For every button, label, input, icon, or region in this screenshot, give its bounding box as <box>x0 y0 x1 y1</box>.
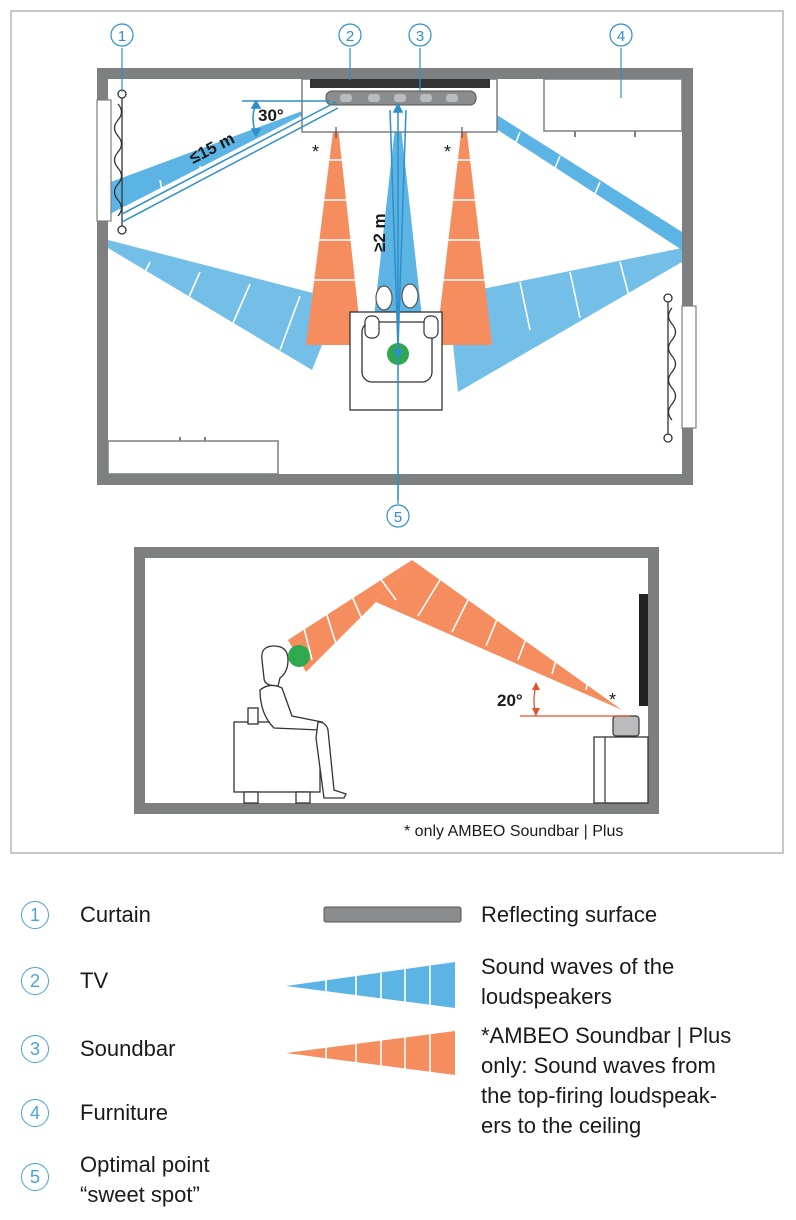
side-cabinet <box>593 736 649 804</box>
angle-30-label: 30° <box>258 106 284 125</box>
side-wave-down <box>288 560 412 672</box>
legend-number-1: 1 <box>21 901 49 929</box>
legend-label-sound-waves: Sound waves of the loudspeakers <box>481 954 675 1009</box>
asterisk-right: * <box>444 142 451 162</box>
callout-2: 2 <box>346 28 354 45</box>
legend-label-sweet-spot: Optimal point “sweet spot” <box>80 1152 210 1207</box>
callout-1: 1 <box>118 28 126 45</box>
legend-number-4: 4 <box>21 1099 49 1127</box>
window-left <box>96 99 112 222</box>
curtain-left <box>113 89 127 235</box>
orange-wave-right <box>436 108 492 345</box>
angle-20-label: 20° <box>497 691 523 710</box>
legend-label-furniture: Furniture <box>80 1100 169 1125</box>
footnote: * only AMBEO Soundbar | Plus <box>404 823 623 840</box>
callout-leaders <box>121 48 622 504</box>
blue-wave-right-down <box>448 248 682 392</box>
figure-frame <box>10 10 784 854</box>
tv-screen <box>310 79 490 88</box>
asterisk-left: * <box>312 142 319 162</box>
side-wave-ribs <box>303 577 591 691</box>
soundbar-drivers <box>340 94 458 102</box>
window-right <box>681 305 697 429</box>
side-wave-up <box>376 560 622 710</box>
legend-label-reflecting-surface: Reflecting surface <box>481 902 658 927</box>
side-person <box>259 645 347 799</box>
furniture-cabinet <box>543 78 683 132</box>
side-soundbar <box>612 715 640 737</box>
legend-reflecting-surface-swatch <box>323 906 462 923</box>
legend-label-soundbar: Soundbar <box>80 1036 176 1061</box>
legend-blue-wave-swatch <box>286 962 455 1008</box>
side-tv <box>639 594 648 706</box>
curtain-right <box>663 293 677 443</box>
callout-circles <box>110 23 633 528</box>
legend-label-tv: TV <box>80 968 109 993</box>
callout-5: 5 <box>394 509 402 526</box>
side-sweet-spot <box>288 645 310 667</box>
side-view: 20° * <box>134 547 659 814</box>
blue-wave-left-down <box>108 240 340 370</box>
furniture-low <box>107 440 279 475</box>
legend-number-3: 3 <box>21 1035 49 1063</box>
orange-wave-left <box>306 108 362 345</box>
distance-2m-label: ≥2 m <box>370 213 389 252</box>
side-armchair <box>233 707 321 804</box>
legend-orange-wave-swatch <box>286 1031 455 1075</box>
legend-label-curtain: Curtain <box>80 902 151 927</box>
wave-ribs <box>137 131 631 351</box>
legend-number-5: 5 <box>21 1163 49 1191</box>
legend-number-2: 2 <box>21 967 49 995</box>
callout-4: 4 <box>617 28 625 45</box>
top-view: 1 2 3 4 5 30° ≤15 m ≥2 m * * <box>96 23 697 528</box>
measurement-lines <box>121 99 407 500</box>
legend-label-top-firing: *AMBEO Soundbar | Plus only: Sound waves… <box>481 1023 732 1138</box>
side-asterisk: * <box>609 690 616 710</box>
callout-3: 3 <box>416 28 424 45</box>
